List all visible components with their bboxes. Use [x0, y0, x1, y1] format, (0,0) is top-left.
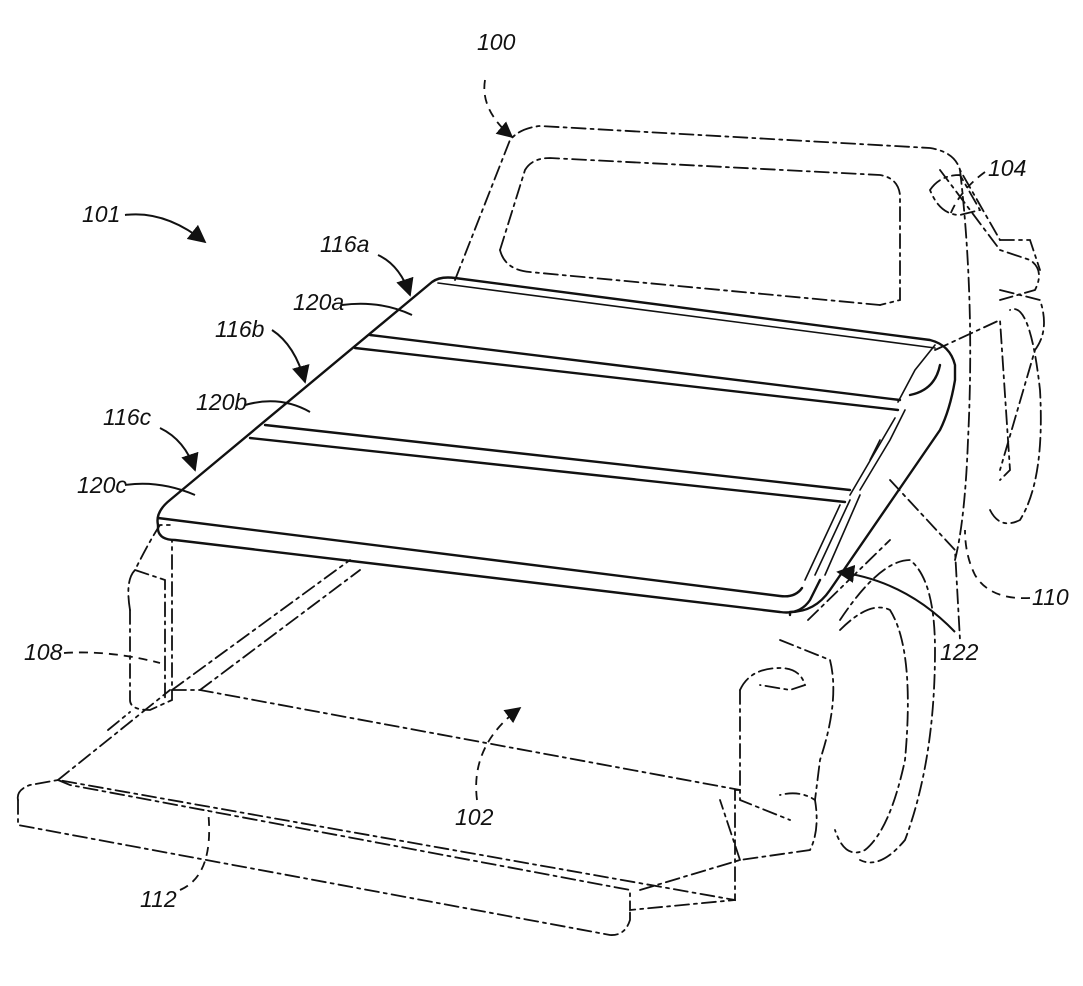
label-116a: 116a — [320, 231, 369, 257]
leader-lines — [63, 79, 1031, 891]
truck-bed-floor — [171, 559, 741, 791]
label-120c: 120c — [77, 472, 127, 498]
label-120a: 120a — [293, 289, 344, 315]
label-122: 122 — [940, 639, 979, 665]
tailgate — [16, 689, 741, 936]
truck-body — [107, 169, 1045, 891]
tonneau-cover — [156, 276, 957, 617]
reference-numerals: 100 101 104 116a 120a 116b 120b 116c 120… — [24, 29, 1069, 912]
label-100: 100 — [477, 29, 516, 55]
truck-cab — [454, 125, 1041, 306]
label-120b: 120b — [196, 389, 247, 415]
label-102: 102 — [455, 804, 494, 830]
label-116c: 116c — [103, 404, 152, 430]
label-116b: 116b — [215, 316, 265, 342]
label-104: 104 — [988, 155, 1026, 181]
label-112: 112 — [140, 886, 177, 912]
label-101: 101 — [82, 201, 120, 227]
label-110: 110 — [1032, 584, 1069, 610]
label-108: 108 — [24, 639, 63, 665]
